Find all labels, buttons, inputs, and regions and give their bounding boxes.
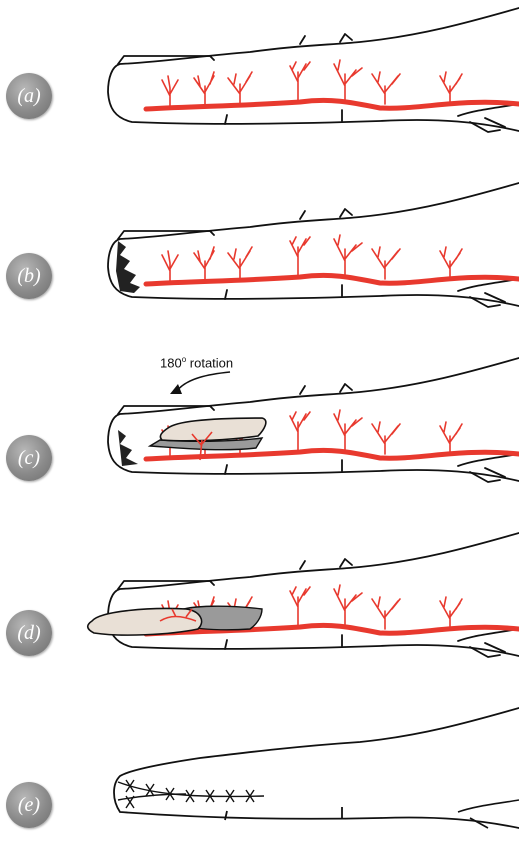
finger-panel-c [108, 358, 519, 482]
panel-label-c-text: (c) [18, 448, 40, 468]
volar-flap [160, 418, 265, 441]
rotation-arrowhead [170, 384, 182, 394]
panel-label-d: (d) [6, 610, 52, 656]
panel-label-d-text: (d) [17, 623, 40, 643]
finger-panel-b [108, 183, 519, 307]
panel-label-b: (b) [6, 253, 52, 299]
rotation-arrow [176, 372, 230, 392]
rotation-degree: 180 [160, 355, 182, 370]
finger-panel-a [108, 8, 519, 132]
panel-label-a-text: (a) [17, 86, 40, 106]
amputation-stump [116, 241, 140, 293]
finger-panel-d [88, 533, 519, 657]
rotation-suffix: rotation [190, 355, 233, 370]
panel-label-a: (a) [6, 73, 52, 119]
rotation-label: 180o rotation [160, 355, 233, 370]
panel-label-b-text: (b) [17, 266, 40, 286]
panel-label-e: (e) [6, 782, 52, 828]
panel-label-c: (c) [6, 435, 52, 481]
rotated-flap [88, 609, 202, 636]
suture-crosses [126, 780, 254, 808]
panel-label-e-text: (e) [18, 795, 40, 815]
finger-panel-e [114, 708, 519, 828]
